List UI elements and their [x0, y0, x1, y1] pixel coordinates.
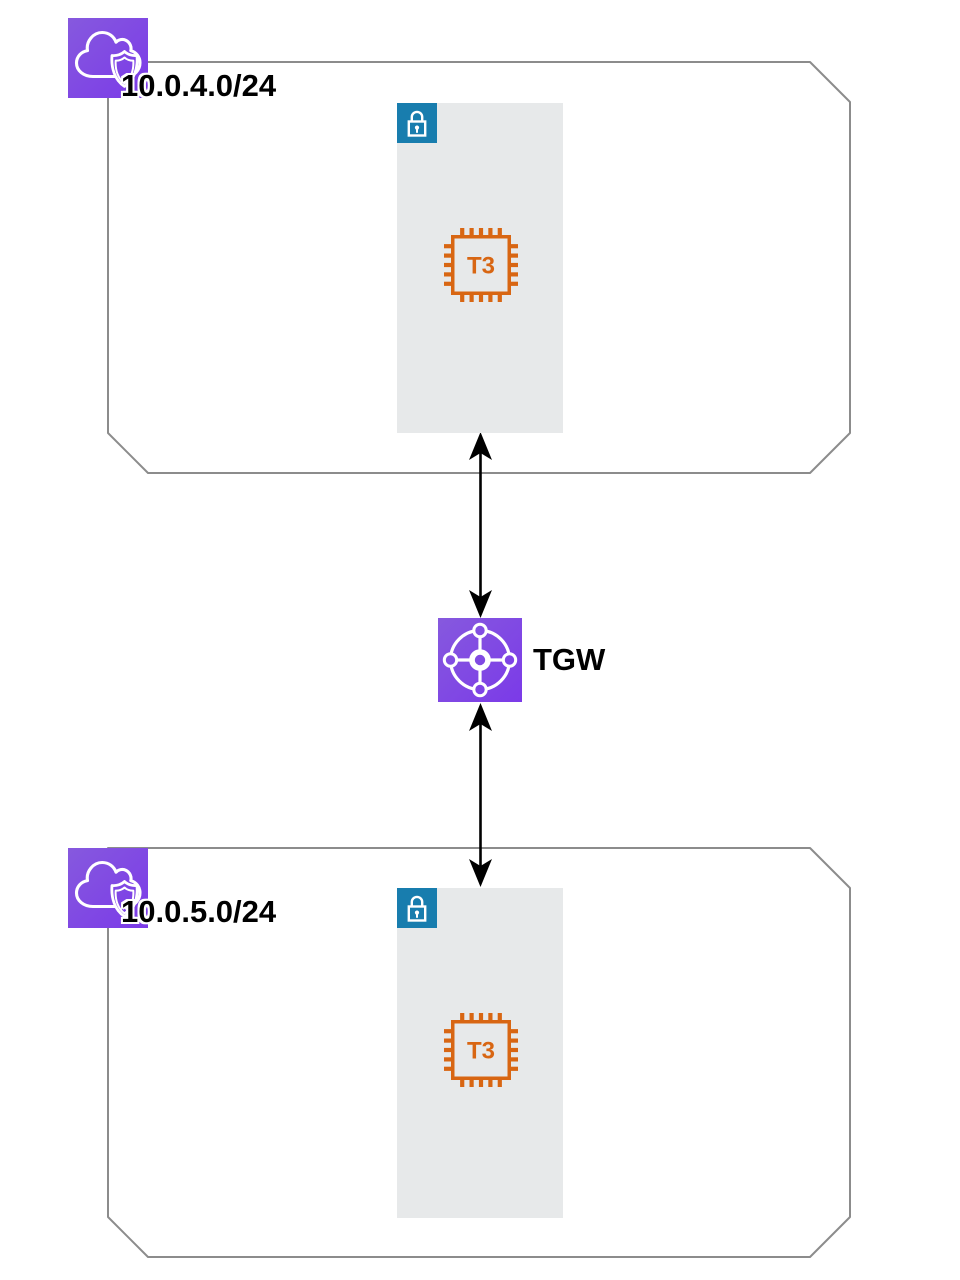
instance-type-label: T3 — [467, 253, 495, 280]
arrow-tgw-vpc2 — [469, 703, 492, 887]
transit-gateway-label: TGW — [533, 642, 606, 677]
vpc-icon-1 — [68, 18, 148, 98]
ec2-instance-t3-icon-1: T3 — [444, 228, 518, 302]
instance-type-label: T3 — [467, 1038, 495, 1065]
cloud-icon — [74, 860, 142, 909]
ec2-instance-t3-icon-2: T3 — [444, 1013, 518, 1087]
vpc-2-border — [107, 847, 851, 1258]
private-subnet-lock-icon — [397, 888, 437, 928]
private-subnet-2 — [397, 888, 563, 1218]
cloud-icon — [74, 30, 142, 79]
shield-icon — [110, 880, 139, 918]
vpc-1-cidr-label: 10.0.4.0/24 — [121, 68, 277, 103]
vpc-2-cidr-label: 10.0.5.0/24 — [121, 894, 277, 929]
shield-icon — [110, 50, 139, 88]
arrow-vpc1-tgw — [469, 432, 492, 618]
transit-gateway-icon — [438, 618, 522, 702]
private-subnet-lock-icon — [397, 103, 437, 143]
vpc-icon-2 — [68, 848, 148, 928]
private-subnet-1 — [397, 103, 563, 433]
vpc-1-border — [107, 61, 851, 474]
